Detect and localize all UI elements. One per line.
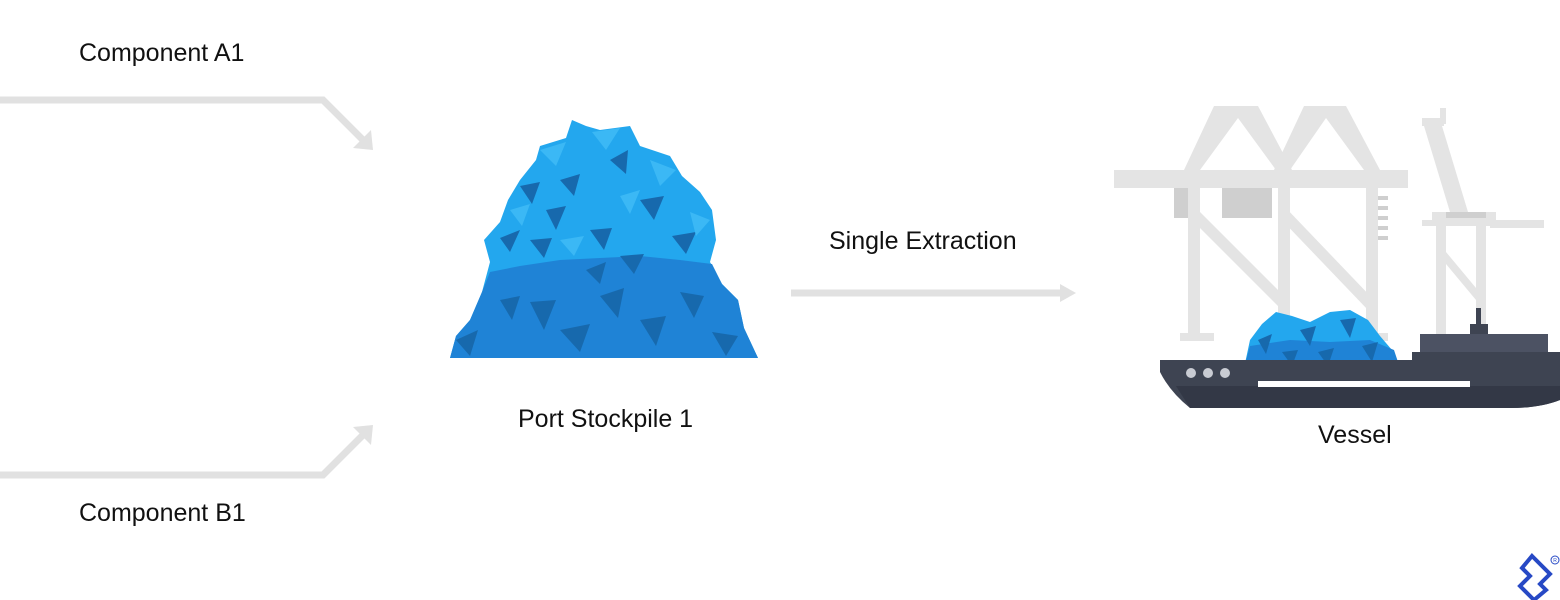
- arrow-component-b: [0, 425, 373, 479]
- ore-pile-icon: [450, 120, 758, 358]
- label-component-b1: Component B1: [79, 499, 246, 527]
- cargo-ship-icon: [1160, 308, 1560, 408]
- port-crane-icon: [1114, 106, 1544, 341]
- label-single-extraction: Single Extraction: [829, 227, 1017, 255]
- label-vessel: Vessel: [1318, 421, 1392, 449]
- arrow-single-extraction: [791, 284, 1076, 302]
- arrow-component-a: [0, 96, 373, 150]
- label-component-a1: Component A1: [79, 39, 245, 67]
- toptal-logo-icon: R: [1517, 553, 1560, 600]
- label-port-stockpile: Port Stockpile 1: [518, 405, 694, 433]
- svg-text:R: R: [1553, 558, 1557, 564]
